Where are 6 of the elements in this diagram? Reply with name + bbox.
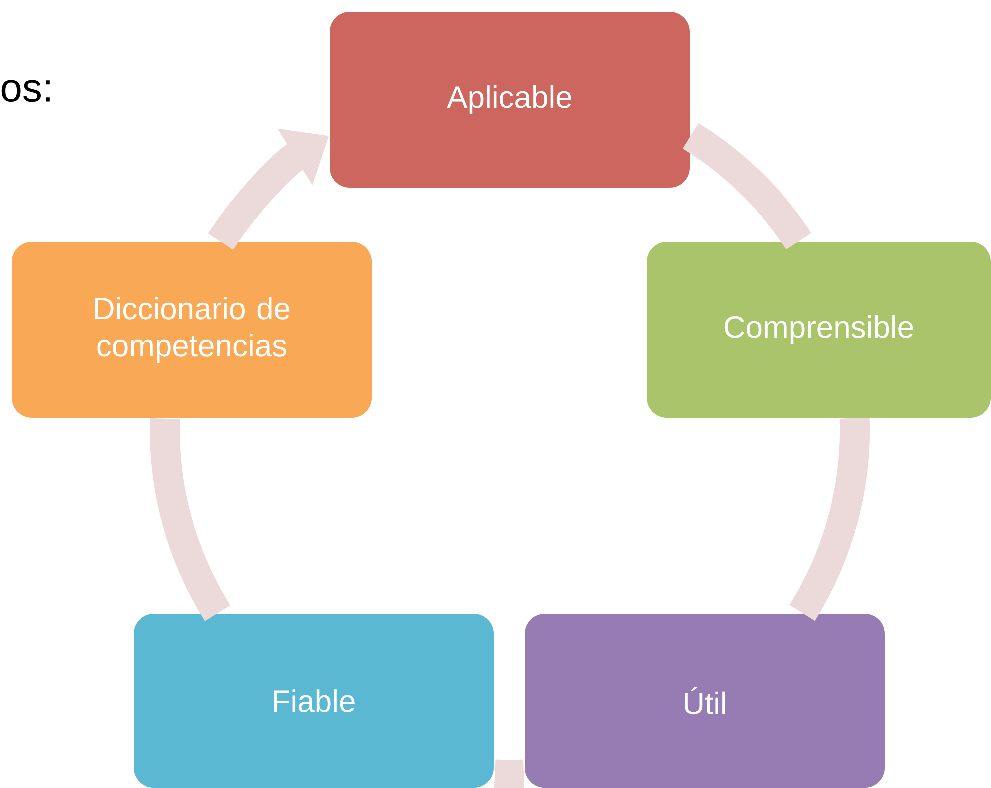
process-box: Aplicable (330, 12, 690, 188)
process-box: Fiable (134, 614, 494, 788)
process-box: Útil (525, 614, 885, 788)
heading-text: os: (2, 80, 50, 102)
process-box: Diccionario de competencias (12, 242, 372, 418)
process-box: Comprensible (647, 242, 991, 418)
